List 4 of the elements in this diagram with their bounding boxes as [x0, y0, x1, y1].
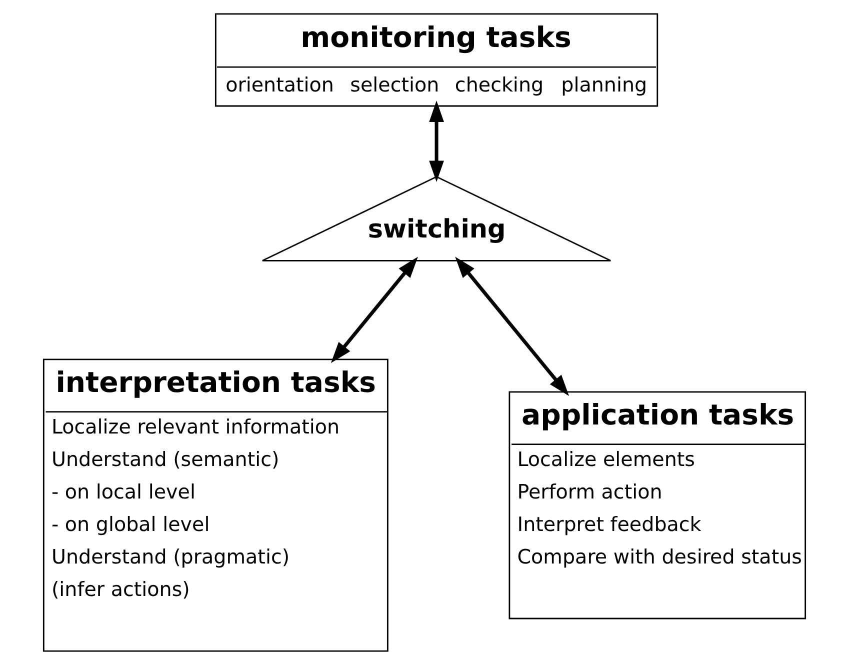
arrow [330, 256, 418, 364]
node-box: monitoring tasks orientation selection checking planning [214, 13, 658, 107]
arrow [454, 256, 569, 396]
arrow [428, 100, 444, 182]
